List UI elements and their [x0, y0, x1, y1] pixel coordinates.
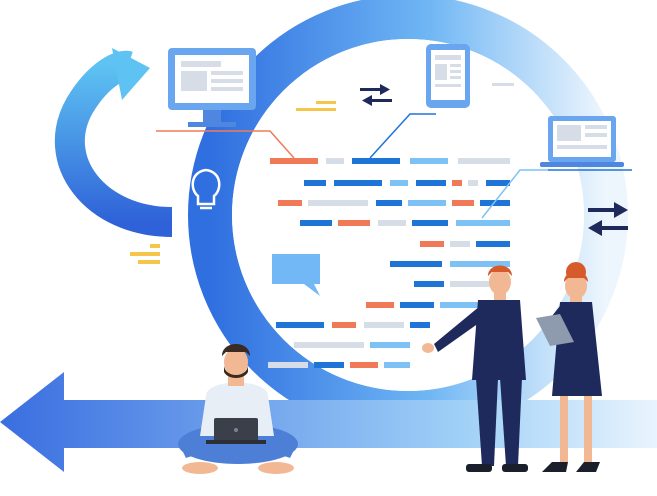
swap-arrows-icon-right [588, 202, 628, 236]
connector-lines [156, 113, 632, 219]
lightbulb-icon [191, 168, 221, 210]
code-lines [268, 158, 510, 368]
decorative-dashes [130, 83, 514, 264]
ring-inner-disc [232, 39, 584, 391]
swap-arrows-icon [360, 84, 392, 106]
desktop-monitor-icon [168, 48, 256, 127]
laptop-icon [540, 116, 624, 167]
sitting-man [178, 344, 298, 474]
chat-bubble-icon [272, 254, 320, 296]
refresh-arrow-icon [54, 50, 173, 237]
refresh-arrow-head [112, 48, 150, 100]
standing-woman [536, 262, 602, 472]
standing-man [422, 265, 528, 472]
tablet-icon [426, 44, 470, 108]
